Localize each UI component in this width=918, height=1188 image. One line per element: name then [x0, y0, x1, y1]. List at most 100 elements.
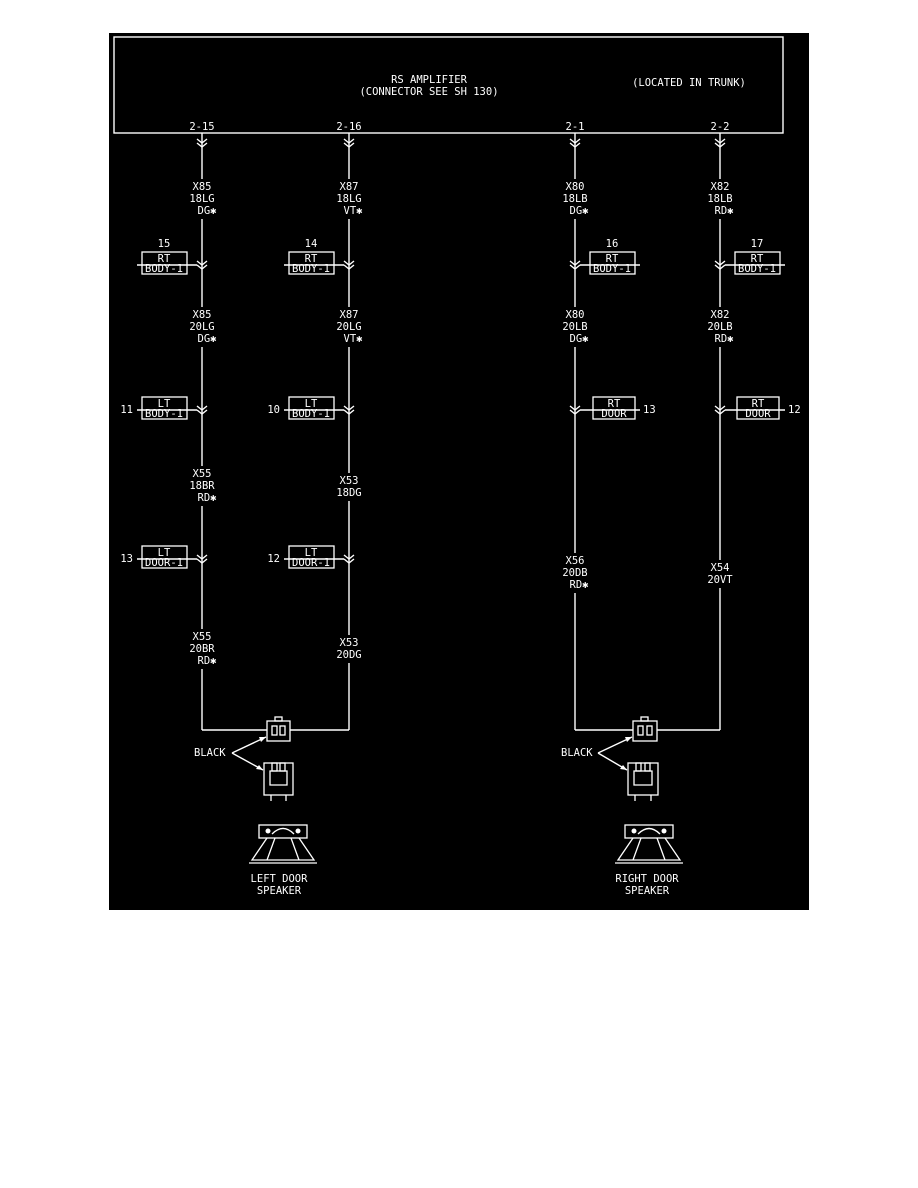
speaker-connector-icon: [627, 762, 659, 801]
connector-color-label: BLACK: [561, 747, 593, 759]
svg-text:DOOR: DOOR: [745, 408, 771, 420]
svg-text:RT: RT: [305, 253, 318, 265]
connector-rt-door-13: 13 RT DOOR: [569, 396, 656, 420]
circuit-label: X82 18LB RD✱: [700, 179, 740, 219]
svg-text:18BR: 18BR: [189, 480, 215, 492]
connector-rt-body-1-17: 17 RT BODY-1: [714, 238, 785, 275]
svg-text:RT: RT: [608, 398, 621, 410]
amplifier-location: (LOCATED IN TRUNK): [632, 77, 746, 89]
svg-text:X82: X82: [711, 181, 730, 193]
svg-text:X54: X54: [711, 562, 730, 574]
circuit-label: X53 20DG: [329, 635, 369, 663]
svg-text:X85: X85: [193, 181, 212, 193]
svg-text:11: 11: [120, 404, 133, 416]
connector-rt-body-1-16: 16 RT BODY-1: [569, 238, 640, 275]
svg-text:20LB: 20LB: [562, 321, 587, 333]
svg-text:16: 16: [606, 238, 619, 250]
svg-text:LT: LT: [158, 398, 171, 410]
svg-text:X56: X56: [566, 555, 585, 567]
circuit-label: X87 18LG VT✱: [329, 179, 369, 219]
svg-text:20DB: 20DB: [562, 567, 587, 579]
connector-color-label: BLACK: [194, 747, 226, 759]
cavity-label: 2-1: [566, 121, 585, 133]
svg-text:DOOR: DOOR: [601, 408, 627, 420]
svg-text:20BR: 20BR: [189, 643, 215, 655]
svg-text:20LB: 20LB: [707, 321, 732, 333]
svg-text:RT: RT: [606, 253, 619, 265]
svg-text:20VT: 20VT: [707, 574, 733, 586]
svg-text:BODY-1: BODY-1: [593, 263, 631, 275]
svg-text:BODY-1: BODY-1: [145, 263, 183, 275]
arrow-icon: [620, 765, 627, 770]
svg-text:DOOR-1: DOOR-1: [145, 557, 183, 569]
arrow-icon: [256, 765, 263, 770]
svg-text:BODY-1: BODY-1: [292, 263, 330, 275]
arrow-icon: [259, 737, 266, 742]
svg-text:18LG: 18LG: [189, 193, 214, 205]
speaker-connector-icon: [266, 716, 291, 742]
right-speaker-label: RIGHT DOOR: [615, 873, 679, 885]
connector-rt-body-1-14: 14 RT BODY-1: [284, 238, 355, 275]
circuit-label: X55 18BR RD✱: [182, 466, 222, 506]
svg-text:18LG: 18LG: [336, 193, 361, 205]
svg-text:LT: LT: [305, 547, 318, 559]
svg-text:RD✱: RD✱: [570, 579, 590, 591]
svg-text:RD✱: RD✱: [715, 333, 735, 345]
right-speaker-label: SPEAKER: [625, 885, 670, 897]
cavity-label: 2-15: [189, 121, 214, 133]
svg-text:DOOR-1: DOOR-1: [292, 557, 330, 569]
connector-rt-door-12: 12 RT DOOR: [714, 396, 801, 420]
left-speaker-label: SPEAKER: [257, 885, 302, 897]
connector-rt-body-1-15: 15 RT BODY-1: [137, 238, 208, 275]
left-speaker-label: LEFT DOOR: [251, 873, 309, 885]
svg-text:X87: X87: [340, 181, 359, 193]
svg-text:VT✱: VT✱: [344, 333, 364, 345]
svg-text:LT: LT: [305, 398, 318, 410]
svg-text:DG✱: DG✱: [198, 333, 218, 345]
amplifier-title: RS AMPLIFIER: [391, 74, 468, 86]
svg-text:BODY-1: BODY-1: [292, 408, 330, 420]
svg-text:DG✱: DG✱: [198, 205, 218, 217]
speaker-connector-icon: [263, 762, 294, 801]
circuit-label: X82 20LB RD✱: [700, 307, 740, 347]
svg-text:17: 17: [751, 238, 764, 250]
svg-text:13: 13: [120, 553, 133, 565]
speaker-connector-icon: [632, 716, 658, 742]
circuit-label: X85 18LG DG✱: [182, 179, 222, 219]
svg-text:20DG: 20DG: [336, 649, 361, 661]
svg-text:X53: X53: [340, 637, 359, 649]
connector-lt-door-1-13: 13 LT DOOR-1: [120, 545, 208, 569]
left-speaker-icon: [249, 824, 317, 864]
svg-text:BODY-1: BODY-1: [145, 408, 183, 420]
svg-text:X85: X85: [193, 309, 212, 321]
right-speaker-icon: [615, 824, 683, 864]
svg-text:20LG: 20LG: [189, 321, 214, 333]
svg-text:RD✱: RD✱: [715, 205, 735, 217]
svg-text:18LB: 18LB: [562, 193, 587, 205]
arrow-icon: [625, 737, 632, 742]
svg-text:RD✱: RD✱: [198, 655, 218, 667]
svg-text:X82: X82: [711, 309, 730, 321]
svg-text:12: 12: [267, 553, 280, 565]
amplifier-box: [113, 36, 784, 134]
svg-text:18LB: 18LB: [707, 193, 732, 205]
cavity-label: 2-2: [711, 121, 730, 133]
svg-text:DG✱: DG✱: [570, 205, 590, 217]
circuit-label: X80 20LB DG✱: [555, 307, 595, 347]
svg-text:RT: RT: [158, 253, 171, 265]
svg-text:13: 13: [643, 404, 656, 416]
svg-text:DG✱: DG✱: [570, 333, 590, 345]
connector-lt-body-1-10: 10 LT BODY-1: [267, 396, 355, 420]
svg-text:X53: X53: [340, 475, 359, 487]
circuit-label: X56 20DB RD✱: [555, 553, 595, 593]
circuit-label: X87 20LG VT✱: [329, 307, 369, 347]
svg-text:RD✱: RD✱: [198, 492, 218, 504]
circuit-label: X53 18DG: [329, 473, 369, 501]
svg-text:X87: X87: [340, 309, 359, 321]
svg-text:RT: RT: [751, 253, 764, 265]
svg-text:10: 10: [267, 404, 280, 416]
connector-lt-door-1-12: 12 LT DOOR-1: [267, 545, 355, 569]
svg-text:LT: LT: [158, 547, 171, 559]
amplifier-subtitle: (CONNECTOR SEE SH 130): [359, 86, 498, 98]
circuit-label: X85 20LG DG✱: [182, 307, 222, 347]
